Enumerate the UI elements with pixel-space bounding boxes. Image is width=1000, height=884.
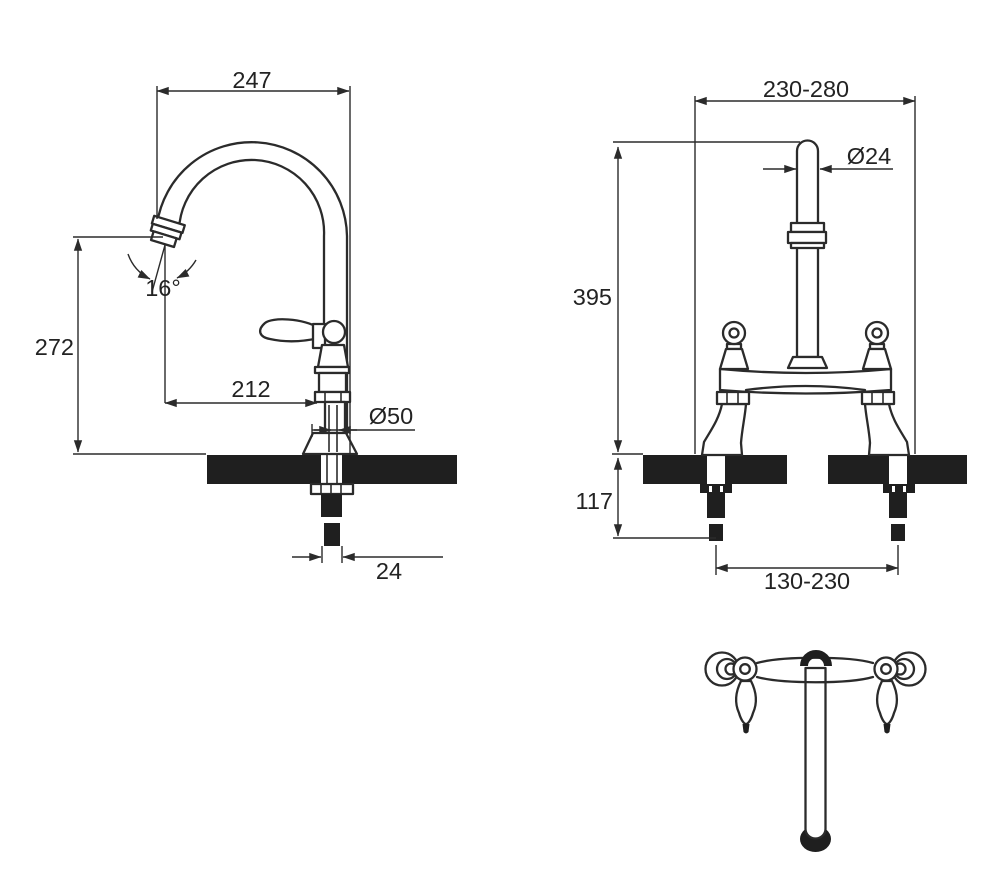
top-view [704,650,927,852]
hole-spacing-label: 130-230 [764,568,850,594]
spout-tube-plan [804,666,827,840]
right-valve [861,320,893,371]
base-diameter-annotation: Ø50 [311,403,415,437]
shank-width-annotation: 24 [292,546,443,584]
front-view: 230-280 Ø24 395 117 130-230 [573,76,967,594]
spout-diameter-annotation: Ø24 [763,143,893,174]
front-view-countertop [643,455,967,484]
front-view-shanks [700,484,915,541]
right-union-nut [860,390,896,406]
front-height-label: 395 [573,284,612,310]
handle-ball [321,319,347,345]
mounting-nut [309,482,355,496]
bridge-plan-top-edge [755,656,875,665]
spout-union-nut [786,230,828,245]
body-nut [313,390,352,404]
front-view-faucet [700,139,911,457]
side-width-dimension-label: 247 [232,67,271,93]
bonnet [316,343,350,369]
right-lever-plan [875,679,899,726]
gooseneck-inner-curve [177,158,326,348]
spout-mount-plan [800,650,832,667]
left-union-nut [715,390,751,406]
spout-base [786,355,829,370]
spout-nozzle [149,214,186,249]
gooseneck-outer-curve [155,141,349,435]
bridge-plan-bottom-edge [755,675,875,684]
left-handle-plan [704,651,758,734]
right-handle-plan [873,651,927,734]
lever-handle [259,318,321,343]
left-lever-plan [734,679,758,726]
side-height-dimension-label: 272 [35,334,74,360]
swivel-angle-label: 16° [145,275,181,301]
side-view-faucet [149,141,359,456]
side-view-countertop [207,455,457,484]
front-width-range-label: 230-280 [763,76,849,102]
side-view: 247 272 212 16° Ø50 [35,67,457,584]
right-leg [863,402,911,457]
side-view-shank [309,482,355,546]
front-view-dimensions: 230-280 Ø24 395 117 130-230 [573,76,916,594]
base-diameter-label: Ø50 [369,403,413,429]
side-reach-dimension-label: 212 [231,376,270,402]
under-counter-depth-label: 117 [576,488,613,514]
left-leg [700,402,748,457]
side-view-dimensions: 247 272 212 16° Ø50 [35,67,443,584]
shank-width-label: 24 [376,558,402,584]
swivel-angle-annotation: 16° [127,244,197,403]
spout-diameter-label: Ø24 [847,143,891,169]
base-flare [301,431,359,456]
left-valve [718,320,750,371]
